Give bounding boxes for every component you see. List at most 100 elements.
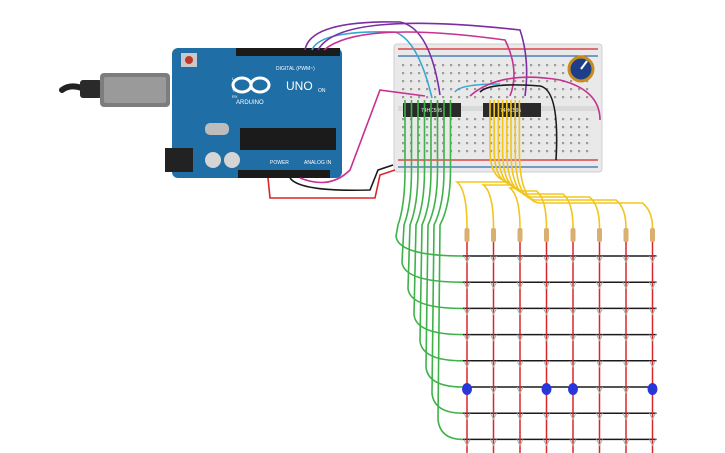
led-off[interactable]: [463, 255, 471, 264]
led-off[interactable]: [569, 308, 577, 316]
led-off[interactable]: [622, 334, 630, 342]
resistor[interactable]: [623, 228, 629, 242]
led-off[interactable]: [622, 386, 630, 395]
led-off[interactable]: [490, 386, 497, 395]
led-off[interactable]: [543, 439, 550, 447]
led-off[interactable]: [649, 439, 656, 447]
led-off[interactable]: [649, 334, 656, 342]
led-off[interactable]: [569, 281, 577, 290]
led-off[interactable]: [596, 360, 603, 368]
led-off[interactable]: [490, 439, 497, 447]
led-off[interactable]: [490, 360, 497, 368]
led-on[interactable]: [568, 383, 578, 395]
breadboard-hole: [498, 88, 501, 91]
led-off[interactable]: [543, 412, 550, 421]
breadboard-hole: [418, 142, 421, 145]
led-off[interactable]: [649, 360, 656, 368]
led-off[interactable]: [543, 281, 550, 290]
led-off[interactable]: [516, 386, 524, 395]
breadboard-hole: [522, 126, 525, 129]
led-off[interactable]: [516, 334, 524, 342]
led-off[interactable]: [649, 255, 656, 264]
led-off[interactable]: [569, 334, 577, 342]
breadboard-hole: [474, 150, 477, 153]
led-off[interactable]: [596, 334, 603, 342]
led-off[interactable]: [490, 308, 497, 316]
potentiometer-icon[interactable]: [567, 55, 595, 83]
led-off[interactable]: [622, 360, 630, 368]
led-off[interactable]: [490, 255, 497, 264]
row-wire: [437, 100, 464, 441]
resistor[interactable]: [491, 228, 496, 242]
resistor[interactable]: [464, 228, 470, 242]
breadboard-hole: [562, 150, 565, 153]
led-off[interactable]: [463, 334, 471, 342]
led-off[interactable]: [569, 439, 577, 447]
resistor[interactable]: [597, 228, 602, 242]
led-off[interactable]: [622, 281, 630, 290]
breadboard-hole: [490, 134, 493, 137]
breadboard-hole: [538, 80, 541, 83]
breadboard-hole: [418, 64, 421, 67]
led-off[interactable]: [622, 308, 630, 316]
led-off[interactable]: [463, 281, 471, 290]
arduino-uno-board[interactable]: UNO ARDUINO DIGITAL (PWM~) POWER ANALOG …: [165, 48, 342, 178]
led-off[interactable]: [622, 255, 630, 264]
breadboard-hole: [442, 134, 445, 137]
led-off[interactable]: [649, 308, 656, 316]
led-off[interactable]: [516, 281, 524, 290]
led-off[interactable]: [596, 255, 603, 264]
led-off[interactable]: [516, 255, 524, 264]
led-off[interactable]: [463, 360, 471, 368]
led-off[interactable]: [516, 412, 524, 421]
resistor[interactable]: [544, 228, 549, 242]
led-off[interactable]: [596, 386, 603, 395]
breadboard-hole: [450, 88, 453, 91]
led-off[interactable]: [543, 255, 550, 264]
breadboard-hole: [506, 88, 509, 91]
led-off[interactable]: [490, 334, 497, 342]
breadboard-hole: [522, 64, 525, 67]
breadboard-hole: [538, 96, 541, 99]
breadboard-hole: [402, 126, 405, 129]
digital-label: DIGITAL (PWM~): [276, 66, 315, 72]
led-off[interactable]: [596, 281, 603, 290]
led-off[interactable]: [596, 308, 603, 316]
led-off[interactable]: [543, 334, 550, 342]
led-off[interactable]: [596, 412, 603, 421]
led-on[interactable]: [647, 383, 658, 395]
resistor[interactable]: [570, 228, 576, 242]
breadboard-hole: [442, 80, 445, 83]
shift-register-right[interactable]: 74HC595: [483, 103, 541, 117]
resistor[interactable]: [517, 228, 523, 242]
led-off[interactable]: [516, 360, 524, 368]
led-off[interactable]: [463, 308, 471, 316]
led-off[interactable]: [543, 308, 550, 316]
led-off[interactable]: [622, 439, 630, 447]
led-off[interactable]: [649, 281, 656, 290]
led-off[interactable]: [463, 412, 471, 421]
led-off[interactable]: [490, 412, 497, 421]
breadboard-hole: [530, 80, 533, 83]
led-matrix[interactable]: [462, 255, 658, 447]
led-on[interactable]: [462, 383, 472, 395]
led-off[interactable]: [543, 360, 550, 368]
resistor[interactable]: [650, 228, 655, 242]
led-off[interactable]: [463, 439, 471, 447]
breadboard-hole: [530, 142, 533, 145]
led-off[interactable]: [569, 255, 577, 264]
led-off[interactable]: [569, 412, 577, 421]
led-off[interactable]: [649, 412, 656, 421]
breadboard-hole: [570, 150, 573, 153]
led-off[interactable]: [596, 439, 603, 447]
led-off[interactable]: [569, 360, 577, 368]
led-off[interactable]: [516, 308, 524, 316]
led-on[interactable]: [541, 383, 552, 395]
led-off[interactable]: [490, 281, 497, 290]
breadboard-hole: [426, 134, 429, 137]
breadboard-hole: [434, 64, 437, 67]
led-off[interactable]: [516, 439, 524, 447]
usb-cable-icon[interactable]: [59, 73, 170, 107]
led-off[interactable]: [622, 412, 630, 421]
